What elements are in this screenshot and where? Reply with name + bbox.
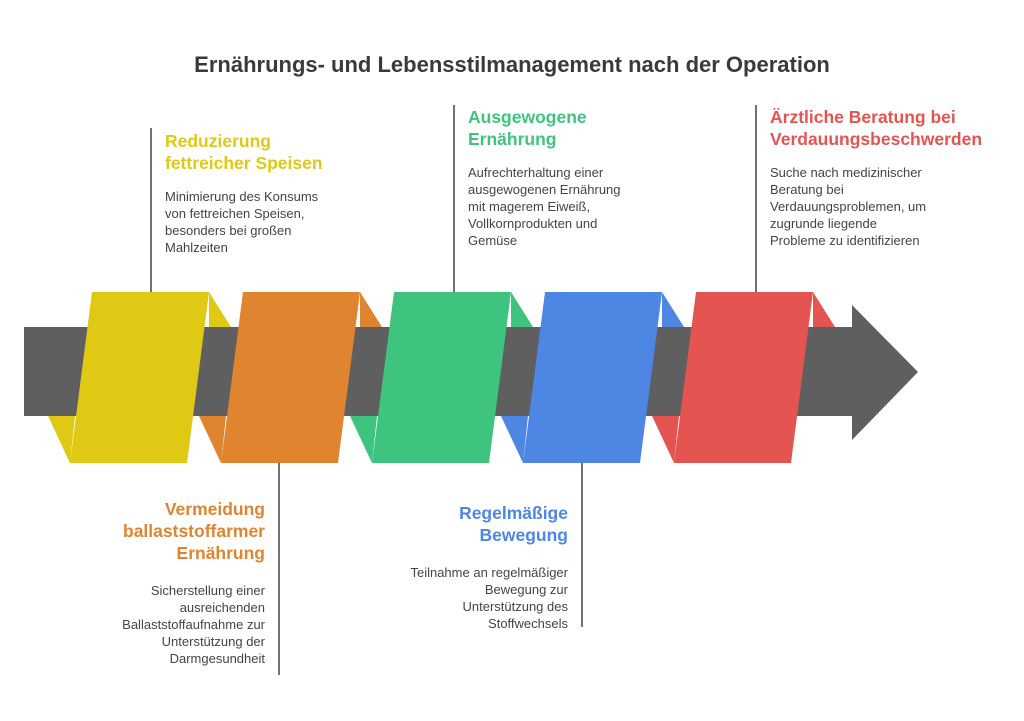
segment-1 [48, 292, 231, 463]
step-1: Reduzierung fettreicher Speisen Minimier… [165, 130, 365, 256]
segment-2-fold-top [360, 292, 382, 327]
diagram-title: Ernährungs- und Lebensstilmanagement nac… [194, 52, 830, 77]
arrow-head [852, 305, 918, 440]
segment-4 [501, 292, 684, 463]
segment-1-panel [70, 292, 209, 463]
step-4-heading: Regelmäßige Bewegung [459, 503, 568, 545]
segment-4-fold-bottom [501, 416, 528, 463]
step-1-heading: Reduzierung fettreicher Speisen [165, 131, 323, 173]
step-5-heading: Ärztliche Beratung bei Verdauungsbeschwe… [770, 107, 983, 149]
segment-4-fold-top [662, 292, 684, 327]
segment-3 [350, 292, 533, 463]
step-5-description: Suche nach medizinischer Beratung bei Ve… [770, 165, 927, 248]
segment-4-panel [523, 292, 662, 463]
step-2: Vermeidung ballaststoffarmer Ernährung S… [60, 498, 265, 667]
segment-3-fold-bottom [350, 416, 377, 463]
segment-5-panel [674, 292, 813, 463]
segment-5 [652, 292, 835, 463]
segment-5-fold-bottom [652, 416, 679, 463]
step-3-heading: Ausgewogene Ernährung [468, 107, 587, 149]
step-2-heading: Vermeidung ballaststoffarmer Ernährung [123, 499, 265, 563]
segment-1-fold-top [209, 292, 231, 327]
segment-1-fold-bottom [48, 416, 75, 463]
segment-2 [199, 292, 382, 463]
segment-2-panel [221, 292, 360, 463]
segment-3-fold-top [511, 292, 533, 327]
step-3-description: Aufrechterhaltung einer ausgewogenen Ern… [468, 165, 621, 248]
segment-2-fold-bottom [199, 416, 226, 463]
step-2-description: Sicherstellung einer ausreichenden Balla… [122, 583, 265, 666]
step-3: Ausgewogene Ernährung Aufrechterhaltung … [468, 106, 668, 249]
step-5: Ärztliche Beratung bei Verdauungsbeschwe… [770, 106, 1015, 249]
segment-3-panel [372, 292, 511, 463]
step-4: Regelmäßige Bewegung Teilnahme an regelm… [360, 502, 568, 632]
segment-5-fold-top [813, 292, 835, 327]
step-4-description: Teilnahme an regelmäßiger Bewegung zur U… [410, 565, 568, 631]
step-1-description: Minimierung des Konsums von fettreichen … [165, 189, 319, 255]
